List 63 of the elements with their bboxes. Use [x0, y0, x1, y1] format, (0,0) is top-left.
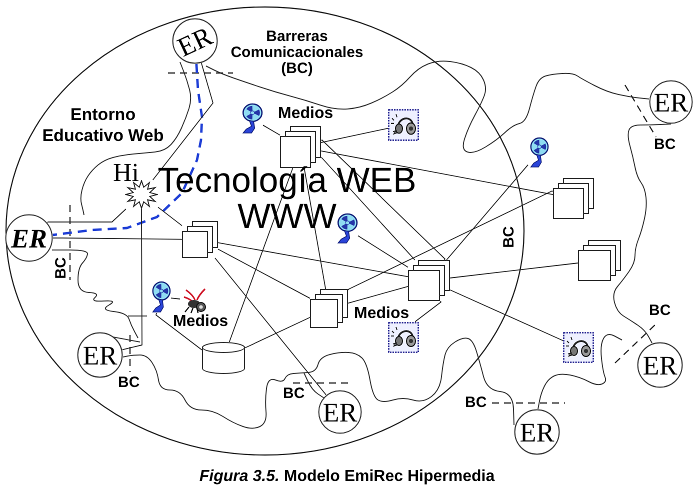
bc-label: BC	[465, 395, 487, 412]
media-label: Medios	[173, 313, 228, 331]
headphones-icon	[388, 109, 419, 141]
media-label: Medios	[354, 305, 410, 323]
region-title: Entorno Educativo Web	[41, 104, 165, 146]
bc-label: BC	[502, 226, 516, 248]
page-stack	[408, 260, 450, 301]
connector-line	[348, 286, 408, 304]
bc-label: BC	[283, 386, 305, 402]
connector-line	[446, 164, 528, 260]
bc-label: BC	[649, 303, 671, 320]
page-stack	[280, 126, 321, 168]
disc-figure-icon	[240, 103, 263, 134]
disc-figure-icon	[335, 213, 358, 244]
er-circle	[77, 332, 123, 378]
connector-line	[414, 300, 442, 322]
er-circle	[318, 390, 362, 434]
headphones-icon	[388, 322, 419, 353]
headphones-icon	[563, 332, 594, 363]
connector-line	[122, 208, 142, 350]
circle-label: ER	[82, 342, 118, 370]
circle-label: ER	[322, 400, 358, 427]
circle-label: ER	[10, 226, 48, 253]
connector-line	[156, 312, 202, 350]
connector-line	[152, 62, 214, 180]
disc-figure-icon	[150, 281, 171, 313]
connector-line	[158, 206, 182, 226]
connector-line	[244, 316, 310, 348]
connector-line	[52, 238, 182, 240]
barrier-heading: Barreras Comunicacionales (BC)	[230, 29, 364, 77]
connector-line	[46, 208, 126, 223]
page-stack	[310, 289, 348, 328]
connector-line	[320, 140, 446, 260]
er-circle	[514, 409, 560, 455]
dashed-connector	[52, 64, 204, 236]
connector-line	[214, 258, 327, 396]
circle-label: ER	[520, 420, 554, 447]
page-stack	[578, 240, 621, 281]
connector-line	[348, 190, 554, 290]
er-circle	[637, 342, 683, 388]
er-circle	[5, 214, 53, 262]
page-stack	[182, 221, 218, 258]
page-stack	[553, 178, 594, 219]
bc-label: BC	[54, 257, 68, 279]
connector-line	[450, 262, 578, 278]
database-cylinder	[202, 342, 245, 374]
circle-label: ER	[642, 352, 678, 380]
circle-label: ER	[174, 22, 216, 62]
connector-line	[218, 248, 310, 299]
connector-line	[320, 128, 388, 144]
connector-line	[450, 289, 564, 342]
connector-line	[218, 242, 408, 278]
connector-line	[170, 298, 180, 300]
bc-label: BC	[654, 137, 676, 154]
connector-line	[358, 235, 408, 268]
bc-label: BC	[118, 375, 140, 392]
disc-figure-icon	[528, 137, 549, 168]
connector-line	[262, 124, 280, 136]
starburst-label: Hi	[113, 160, 139, 186]
circle-label: ER	[654, 90, 688, 117]
er-circle	[649, 80, 693, 124]
figure-caption: Figura 3.5. Modelo EmiRec Hipermedia	[199, 468, 495, 486]
media-label: Medios	[278, 105, 334, 123]
